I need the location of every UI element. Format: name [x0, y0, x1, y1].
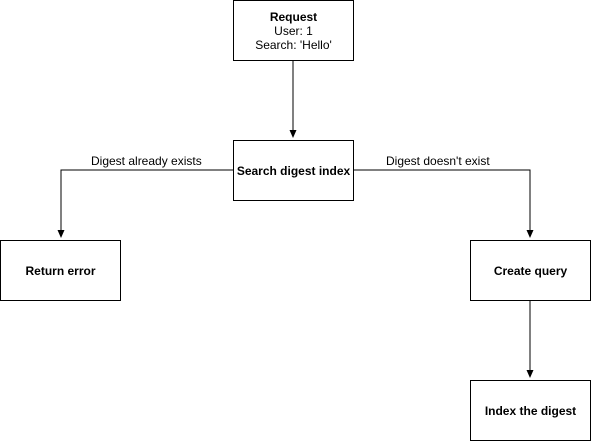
create-query-node: Create query	[470, 240, 591, 301]
edge-label-digest-already-exists: Digest already exists	[91, 154, 202, 168]
create-query-title: Create query	[493, 263, 568, 278]
request-title: Request	[269, 9, 318, 24]
search-digest-index-title: Search digest index	[236, 163, 351, 178]
request-user-line: User: 1	[274, 23, 313, 38]
edge-search-to-create-query	[353, 169, 534, 238]
request-search-line: Search: 'Hello'	[255, 37, 332, 52]
return-error-title: Return error	[25, 263, 96, 278]
return-error-node: Return error	[0, 240, 121, 301]
request-node: Request User: 1 Search: 'Hello'	[233, 0, 354, 61]
edge-label-digest-doesnt-exist: Digest doesn't exist	[386, 154, 490, 168]
edge-search-to-return-error	[57, 169, 233, 238]
index-the-digest-title: Index the digest	[484, 403, 577, 418]
index-the-digest-node: Index the digest	[470, 380, 591, 441]
search-digest-index-node: Search digest index	[233, 140, 354, 201]
